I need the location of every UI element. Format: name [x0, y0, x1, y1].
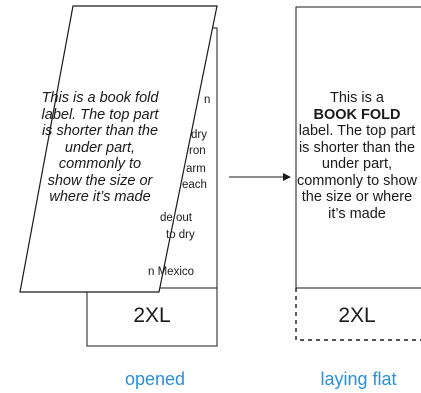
under-text-line-4: arm [186, 163, 206, 175]
arrow-head [283, 173, 291, 181]
flat-text-after: label. The top part is shorter than the … [296, 123, 418, 222]
under-text-line-3: ron [189, 145, 206, 157]
under-text-line-6: de out [160, 212, 192, 224]
opened-size-label: 2XL [133, 304, 171, 327]
under-text-line-1: n [204, 94, 211, 106]
flat-text-before: This is a [330, 90, 384, 106]
flat-size-label: 2XL [338, 304, 376, 327]
under-text-line-7: to dry [166, 229, 195, 241]
flat-label-text: This is a BOOK FOLD label. The top part … [296, 90, 418, 222]
under-text-line-5: each [182, 179, 207, 191]
flap-text: This is a book fold label. The top part … [41, 90, 159, 205]
under-text-line-8: n Mexico [148, 266, 195, 278]
folded-flap [19, 5, 218, 293]
flat-label-dashed-part [295, 288, 421, 341]
under-text-line-2: dry [191, 129, 207, 141]
flat-text-bold: BOOK FOLD [313, 106, 401, 123]
caption-opened: opened [124, 369, 186, 389]
caption-laying-flat: laying flat [320, 369, 397, 389]
flat-label-outline [295, 6, 421, 289]
